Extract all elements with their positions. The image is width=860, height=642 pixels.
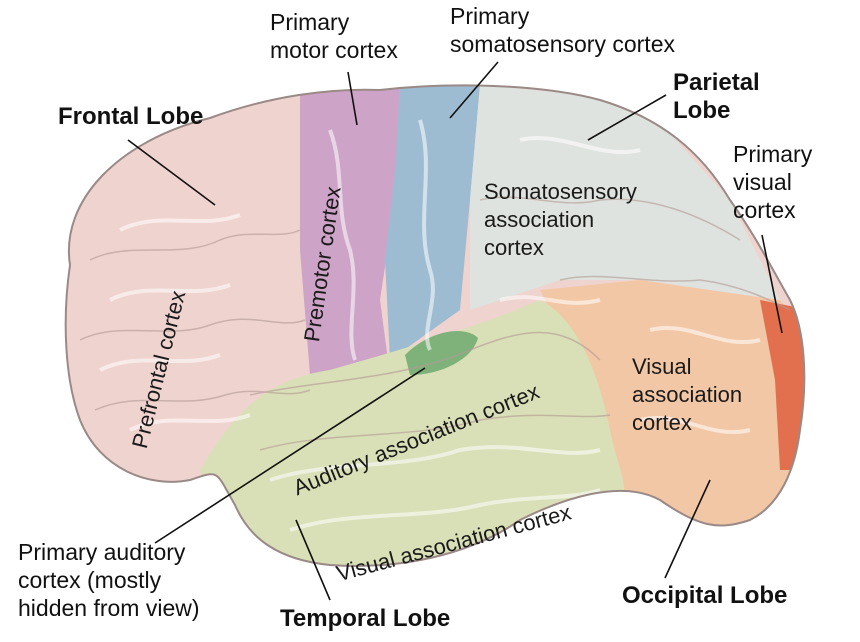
leader-auditory	[154, 367, 426, 544]
primary-somatosensory-label-line2: somatosensory cortex	[450, 31, 675, 57]
temporal-lobe-label: Temporal Lobe	[280, 605, 451, 632]
gyri-highlights	[99, 119, 761, 532]
primary-auditory-label-line1: Primary auditory	[18, 539, 186, 565]
somatosensory-association-label-line1: Somatosensory	[484, 179, 637, 204]
primary-visual-label-line3: cortex	[733, 197, 796, 223]
leader-primary-visual	[761, 234, 783, 334]
temporal-region	[200, 300, 624, 566]
visual-association-label-line3: cortex	[632, 410, 692, 435]
primary-auditory-label-line2: cortex (mostly	[18, 567, 162, 593]
somatosensory-association-label-line3: cortex	[484, 235, 544, 260]
leader-lines	[127, 61, 783, 601]
leader-frontal	[127, 139, 216, 206]
leader-motor	[347, 71, 358, 126]
primary-motor-label-line2: motor cortex	[270, 37, 398, 63]
brain-outline	[64, 84, 806, 567]
parietal-region	[470, 85, 780, 310]
primary-somatosensory-label-line1: Primary	[450, 3, 530, 29]
parietal-lobe-label-line1: Parietal	[673, 69, 760, 96]
leader-temporal	[295, 519, 331, 601]
occipital-lobe-label: Occipital Lobe	[622, 582, 788, 609]
primary-auditory-label-line3: hidden from view)	[18, 595, 200, 621]
visual-association-label-line2: association	[632, 382, 743, 407]
sulci-lines	[79, 196, 791, 451]
parietal-lobe-label-line2: Lobe	[673, 97, 731, 124]
occipital-region	[540, 280, 805, 540]
somatosensory-region	[385, 85, 480, 360]
leader-somatosensory	[449, 61, 499, 119]
primary-motor-label-line1: Primary	[270, 9, 350, 35]
primary-visual-label-line1: Primary	[733, 141, 813, 167]
premotor-motor-region	[300, 85, 400, 375]
frontal-lobe-label: Frontal Lobe	[58, 103, 204, 130]
visual-association-label-line1: Visual	[632, 354, 692, 379]
leader-parietal	[587, 94, 667, 141]
somatosensory-association-label-line2: association	[484, 207, 595, 232]
primary-visual-label-line2: visual	[733, 169, 792, 195]
leader-occipital	[664, 479, 711, 579]
primary-auditory-region	[405, 331, 478, 375]
